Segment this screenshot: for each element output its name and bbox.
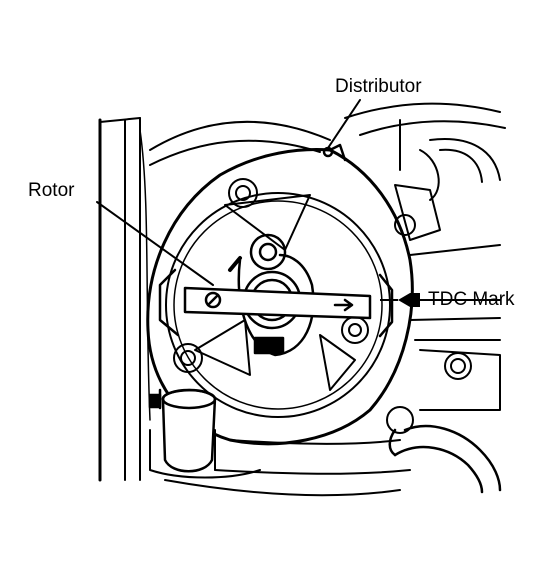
mounting-screws: [173, 178, 416, 434]
distributor-leader: [327, 99, 361, 149]
rotor-arm: [158, 256, 394, 338]
rotor-label: Rotor: [28, 180, 75, 201]
tdc-mark-indicator: [380, 293, 420, 307]
hose: [388, 424, 502, 494]
spark-plug-boot: [148, 388, 217, 473]
engine-block: [98, 102, 506, 497]
distributor-label: Distributor: [335, 76, 422, 97]
rotor-leader: [96, 201, 214, 286]
distributor-shaft-hub: [237, 233, 315, 357]
tdc-mark-label: TDC Mark: [428, 289, 515, 310]
breaker-plate: [194, 194, 356, 391]
callout-lines: [96, 99, 361, 286]
